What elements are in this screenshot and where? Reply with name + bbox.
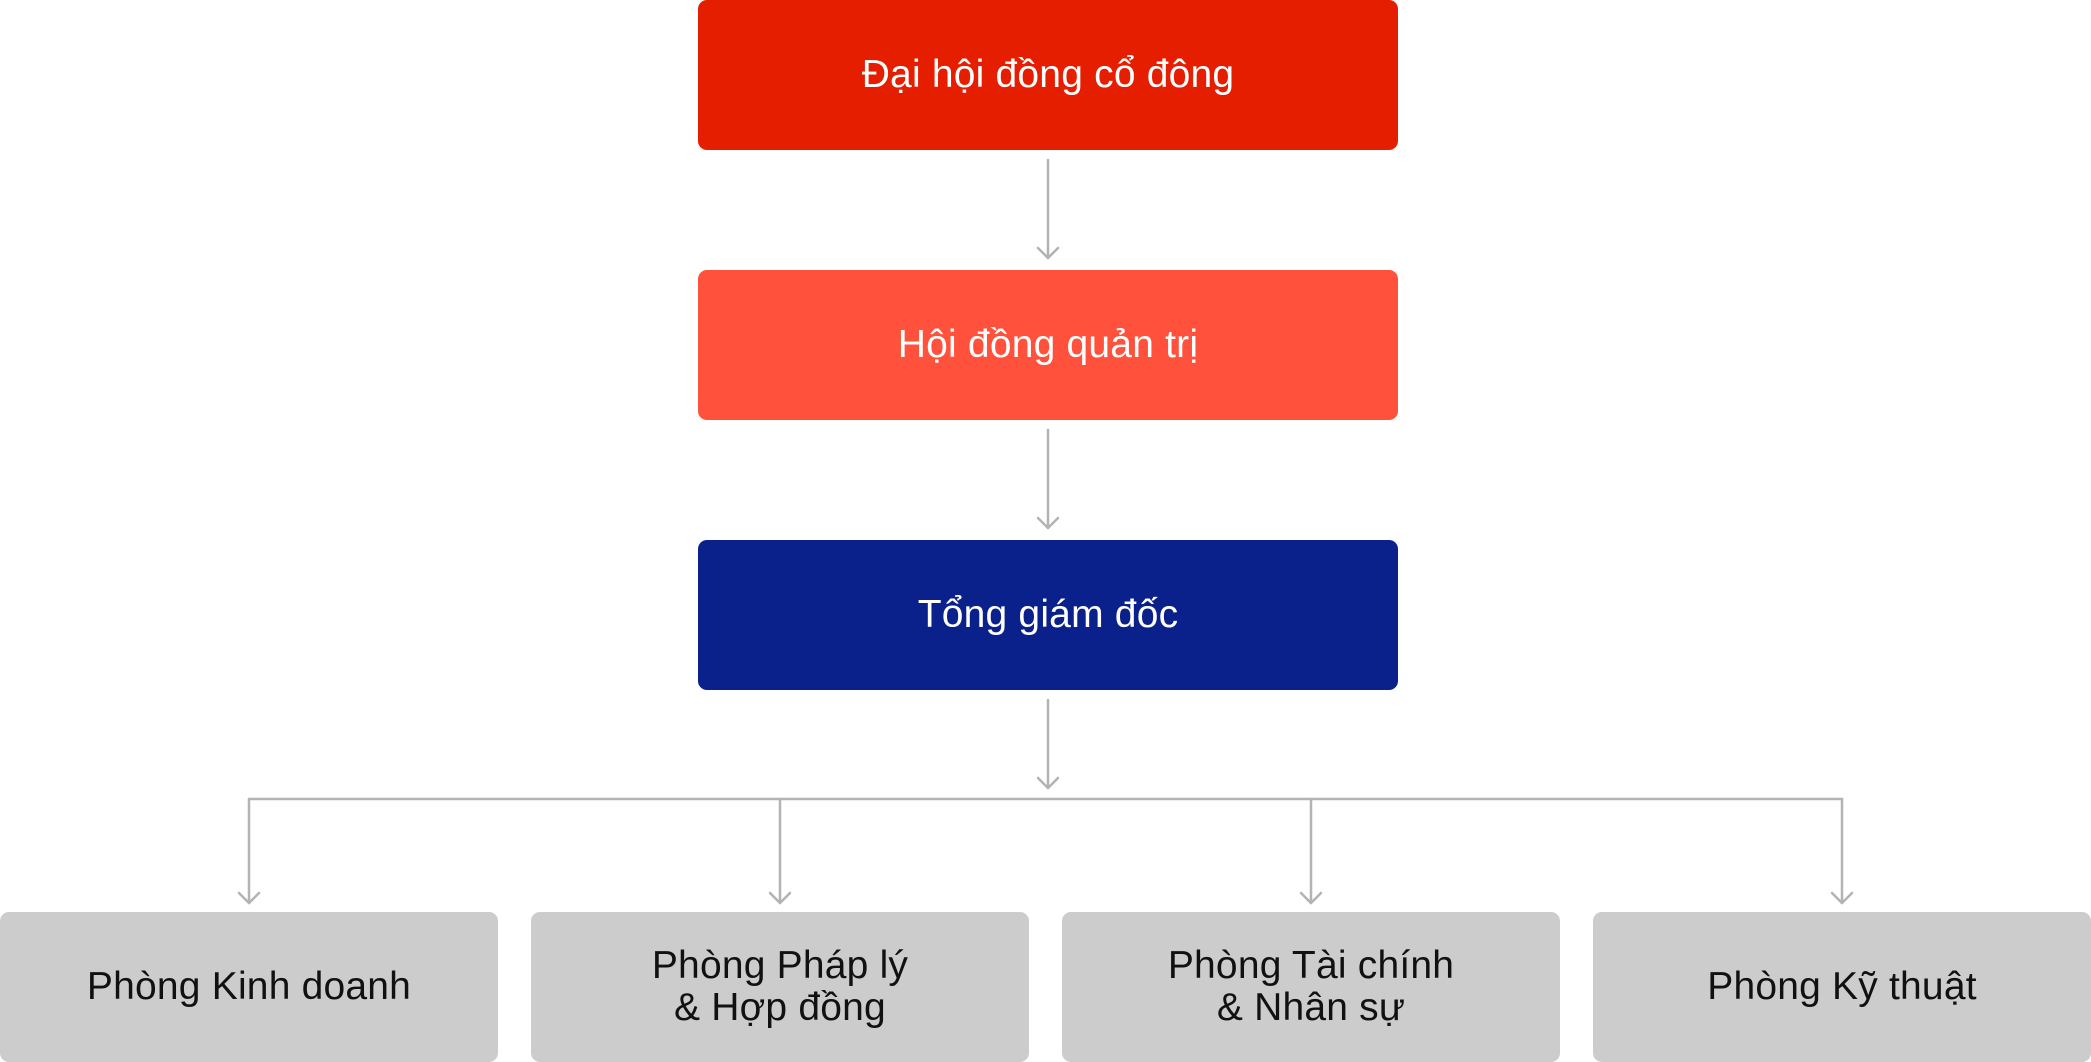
node-finance-hr-department: Phòng Tài chính & Nhân sự — [1062, 912, 1560, 1062]
node-board-of-directors: Hội đồng quản trị — [698, 270, 1398, 420]
node-general-director-label: Tổng giám đốc — [917, 592, 1179, 636]
node-legal-contracts-department-label: Phòng Pháp lý & Hợp đồng — [651, 943, 909, 1029]
node-shareholders-meeting: Đại hội đồng cổ đông — [698, 0, 1398, 150]
connector-dept-2 — [768, 797, 792, 905]
node-technical-department-label: Phòng Kỹ thuật — [1707, 964, 1977, 1008]
node-sales-department: Phòng Kinh doanh — [0, 912, 498, 1062]
connector-dept-4 — [1830, 797, 1854, 905]
node-board-of-directors-label: Hội đồng quản trị — [897, 322, 1199, 366]
node-shareholders-meeting-label: Đại hội đồng cổ đông — [861, 52, 1235, 96]
node-sales-department-label: Phòng Kinh doanh — [86, 964, 412, 1008]
node-legal-contracts-department: Phòng Pháp lý & Hợp đồng — [531, 912, 1029, 1062]
connector-dept-1 — [237, 797, 261, 905]
connector-board-ceo — [1036, 428, 1060, 530]
connector-shareholders-board — [1036, 158, 1060, 260]
connector-ceo-bus — [1036, 698, 1060, 790]
node-finance-hr-department-label: Phòng Tài chính & Nhân sự — [1167, 943, 1455, 1029]
node-general-director: Tổng giám đốc — [698, 540, 1398, 690]
connector-dept-3 — [1299, 797, 1323, 905]
node-technical-department: Phòng Kỹ thuật — [1593, 912, 2091, 1062]
